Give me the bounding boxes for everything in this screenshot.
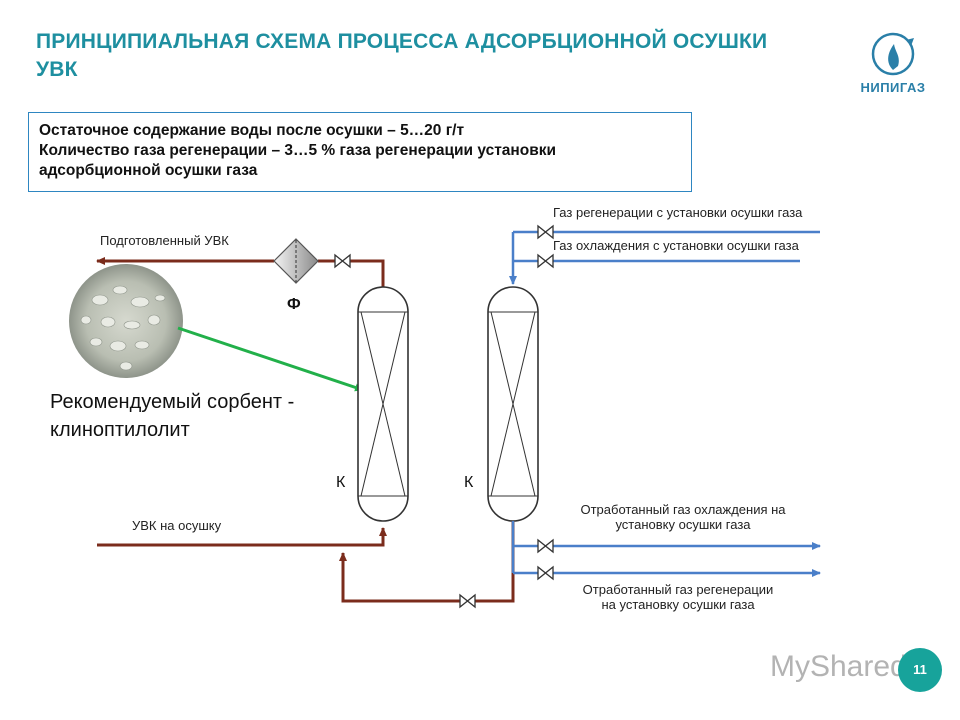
valve-regen-in bbox=[537, 224, 554, 240]
valve-spent-cooling bbox=[537, 538, 554, 554]
label-spent-regen-gas: Отработанный газ регенерации на установк… bbox=[548, 582, 808, 612]
page-title: ПРИНЦИПИАЛЬНАЯ СХЕМА ПРОЦЕССА АДСОРБЦИОН… bbox=[36, 30, 768, 81]
gas-flame-swirl-icon bbox=[871, 32, 915, 76]
valve-spent-regen bbox=[537, 565, 554, 581]
company-logo: НИПИГАЗ bbox=[848, 30, 938, 100]
logo-text: НИПИГАЗ bbox=[860, 80, 926, 95]
label-cooling-gas-in: Газ охлаждения с установки осушки газа bbox=[553, 238, 799, 253]
adsorber-column-2 bbox=[487, 286, 539, 522]
label-uvk-to-drying: УВК на осушку bbox=[132, 518, 222, 533]
label-spent-cooling-line-2: установку осушки газа bbox=[615, 517, 751, 532]
label-sorbent-line-2: клиноптилолит bbox=[50, 419, 190, 441]
label-filter: Ф bbox=[287, 296, 301, 313]
sorbent-pointer-arrow bbox=[177, 326, 364, 392]
adsorber-column-1 bbox=[357, 286, 409, 522]
valve-cooling-in bbox=[537, 253, 554, 269]
valve-outlet bbox=[334, 253, 351, 269]
label-spent-cooling-gas: Отработанный газ охлаждения на установку… bbox=[548, 502, 818, 532]
prepared-uvk-line bbox=[96, 257, 385, 290]
sorbent-photo bbox=[69, 264, 183, 378]
info-line-3: адсорбционной осушки газа bbox=[39, 162, 258, 179]
label-spent-regen-line-2: на установку осушки газа bbox=[601, 597, 755, 612]
info-line-2: Количество газа регенерации – 3…5 % газа… bbox=[39, 142, 557, 159]
label-regen-gas-in: Газ регенерации с установки осушки газа bbox=[553, 205, 803, 220]
label-column-2: К bbox=[464, 474, 474, 491]
label-column-1: К bbox=[336, 474, 346, 491]
label-spent-regen-line-1: Отработанный газ регенерации bbox=[582, 582, 774, 597]
label-sorbent-line-1: Рекомендуемый сорбент - bbox=[50, 391, 295, 413]
watermark: MyShared bbox=[770, 650, 907, 683]
filter-icon bbox=[273, 238, 319, 284]
page-number: 11 bbox=[898, 648, 942, 692]
label-prepared-uvk: Подготовленный УВК bbox=[100, 233, 229, 248]
label-sorbent: Рекомендуемый сорбент - клиноптилолит bbox=[50, 388, 294, 444]
uvk-inlet-line bbox=[97, 527, 387, 547]
info-line-1: Остаточное содержание воды после осушки … bbox=[39, 122, 465, 139]
valve-loop bbox=[459, 593, 476, 609]
label-spent-cooling-line-1: Отработанный газ охлаждения на bbox=[580, 502, 786, 517]
regeneration-loop-line bbox=[339, 521, 515, 603]
process-parameters-box: Остаточное содержание воды после осушки … bbox=[28, 112, 692, 192]
